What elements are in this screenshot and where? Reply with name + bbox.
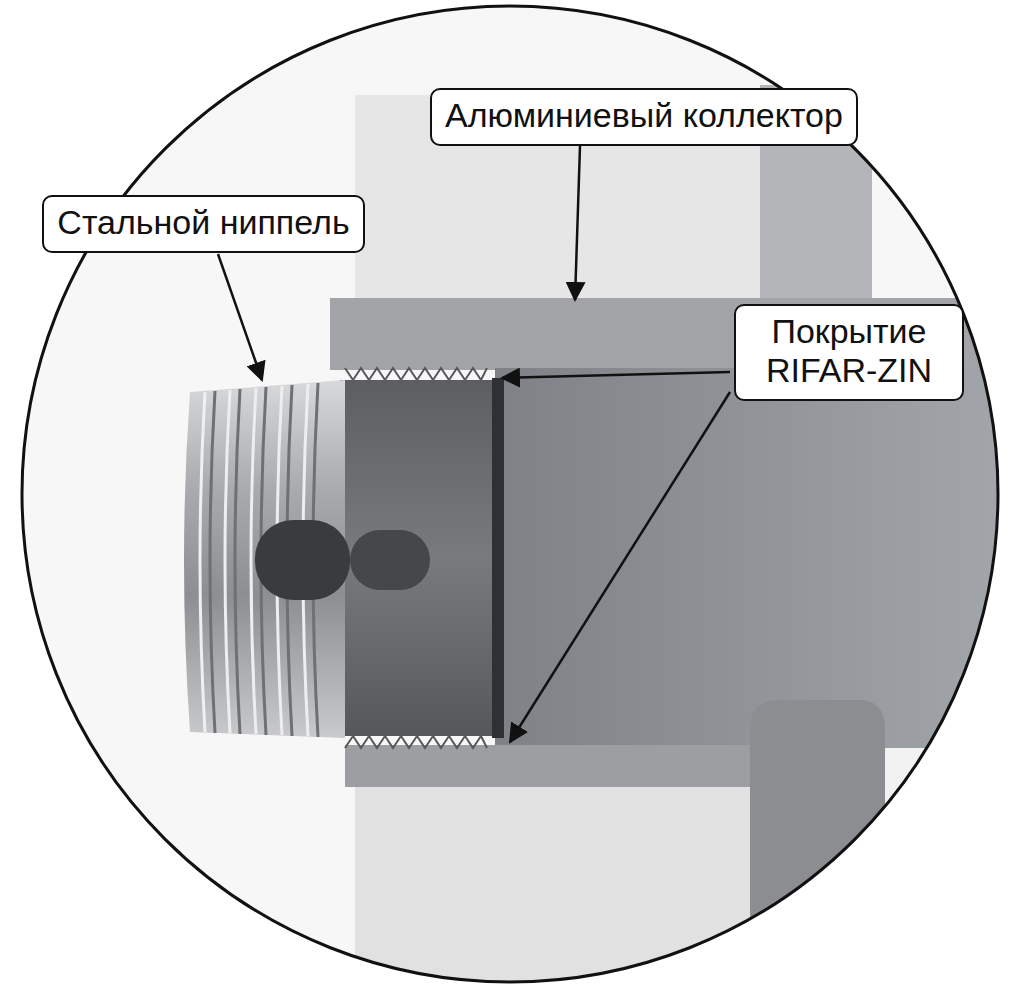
lower-post [750, 700, 885, 988]
callout-label: Покрытие RIFAR-ZIN [749, 312, 949, 390]
collector-bottom-wall [345, 745, 765, 787]
collector-thread-bottom [345, 736, 487, 748]
callout-label: Алюминиевый коллектор [445, 96, 843, 135]
collector-bore [495, 368, 1013, 748]
leader-line [575, 146, 580, 300]
view-circle [22, 6, 998, 982]
nipple-slot [255, 520, 350, 600]
leader-line [218, 254, 262, 380]
callout-box: Стальной ниппель [42, 195, 365, 253]
lower-fin [355, 787, 755, 988]
callout-box: Алюминиевый коллектор [430, 88, 858, 146]
callout-label: Стальной ниппель [57, 203, 349, 242]
collector-thread-top [345, 368, 487, 380]
nipple-body [340, 380, 500, 736]
leader-line [510, 392, 730, 742]
leader-line [502, 372, 730, 378]
nipple-slot-inner [350, 530, 430, 590]
callout-box: Покрытие RIFAR-ZIN [734, 304, 964, 401]
nipple-end-face [492, 378, 504, 738]
